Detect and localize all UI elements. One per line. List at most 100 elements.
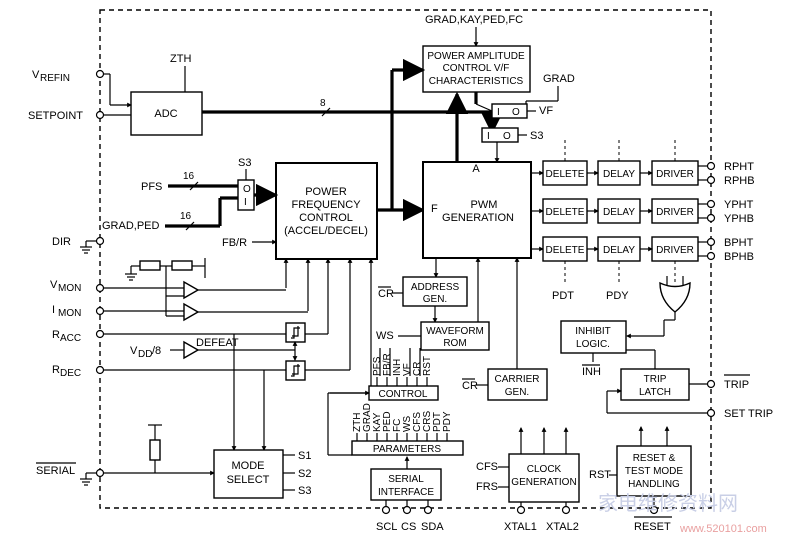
label-ws: WS [376,330,394,342]
svg-text:ADDRESS: ADDRESS [411,282,460,293]
svg-text:F: F [431,203,438,215]
param-labels-item: GRAD [362,403,373,432]
label-defeat: DEFEAT [196,337,239,349]
svg-text:DIR: DIR [52,236,71,248]
power-amplitude-control-block: POWER AMPLITUDE CONTROL V/F CHARACTERIST… [422,45,531,93]
svg-text:SERIAL: SERIAL [36,465,75,477]
pin-imon[interactable]: I MON [52,304,105,319]
pin-xtal2[interactable]: XTAL2 [546,505,579,534]
svg-text:HANDLING: HANDLING [628,479,680,490]
svg-text:GENERATION: GENERATION [511,477,576,488]
pin-vdd: V DD /8 [130,345,161,360]
reset-test-mode-block: RESET & TEST MODE HANDLING [616,445,692,497]
svg-text:ROM: ROM [443,338,466,349]
ground-symbol-serial [80,472,96,486]
pin-bphb[interactable]: BPHB [706,251,754,263]
svg-text:CLOCK: CLOCK [527,464,562,475]
pin-bpht[interactable]: BPHT [706,237,754,249]
address-gen-block: ADDRESS GEN. [402,276,468,307]
svg-text:CONTROL: CONTROL [299,212,353,224]
or-gate [659,281,691,313]
resistor-2 [171,260,193,271]
label-cr-address: CR [378,288,394,300]
ground-symbol-dir [80,240,96,254]
svg-text:O: O [243,184,251,195]
pin-sda[interactable]: SDA [421,505,444,534]
svg-text:I: I [487,131,490,142]
pin-serial[interactable]: SERIAL [36,462,105,478]
param-labels-item: ZTH [352,413,363,432]
pin-scl[interactable]: SCL [376,505,397,534]
svg-text:POWER AMPLITUDE: POWER AMPLITUDE [427,51,525,62]
label-vf: VF [539,105,553,117]
pin-racc[interactable]: R ACC [52,329,105,344]
label-pdt: PDT [552,290,574,302]
pin-set-trip[interactable]: SET TRIP [706,408,774,420]
schmitt-switch-acc [285,322,306,343]
svg-text:CONTROL: CONTROL [379,389,428,400]
label-frs: FRS [476,481,498,493]
svg-text:CONTROL V/F: CONTROL V/F [443,63,510,74]
svg-text:I: I [244,197,247,208]
pin-rpht[interactable]: RPHT [706,161,755,173]
svg-text:REFIN: REFIN [40,73,70,84]
control-labels-item: CR [412,362,423,376]
adc-block: ADC [130,91,203,136]
pin-rdec[interactable]: R DEC [52,364,105,379]
svg-text:SET TRIP: SET TRIP [724,408,773,420]
svg-text:/8: /8 [152,345,161,357]
pin-reset[interactable]: RESET [634,505,672,534]
svg-text:YPHT: YPHT [724,199,754,211]
pin-cs[interactable]: CS [401,505,416,534]
svg-text:XTAL2: XTAL2 [546,521,579,533]
delay-block-r: DELAY [597,160,641,186]
param-labels-item: WS [402,416,413,432]
vf-switch: I O [491,103,528,119]
svg-text:GEN.: GEN. [505,387,529,398]
comparator-vmon [183,280,200,300]
svg-text:DELAY: DELAY [603,245,635,256]
pin-setpoint[interactable]: SETPOINT [28,110,105,122]
label-fb-r: FB/R [222,237,247,249]
parameters-block: PARAMETERS [351,440,464,456]
svg-text:O: O [503,131,511,142]
comparator-imon [183,302,200,322]
pin-vrefin[interactable]: V REFIN [32,69,105,84]
driver-block-b: DRIVER [651,236,699,262]
pin-yphb[interactable]: YPHB [706,213,754,225]
resistor-1 [139,260,161,271]
pin-rphb[interactable]: RPHB [706,175,755,187]
svg-text:DELAY: DELAY [603,169,635,180]
delay-block-b: DELAY [597,236,641,262]
param-labels-item: FC [392,419,403,432]
pwm-generation-block: A F PWM GENERATION [422,161,532,259]
svg-text:TRIP: TRIP [724,379,749,391]
pin-vmon[interactable]: V MON [50,279,105,294]
pin-ypht[interactable]: YPHT [706,199,754,211]
label-cr-carrier: CR [462,380,478,392]
svg-text:DELAY: DELAY [603,207,635,218]
param-labels-item: KAY [372,412,383,432]
waveform-rom-block: WAVEFORM ROM [420,321,490,351]
pin-xtal1[interactable]: XTAL1 [504,505,537,534]
param-labels-item: PDT [432,412,443,432]
svg-text:GENERATION: GENERATION [442,212,514,224]
svg-text:SETPOINT: SETPOINT [28,110,83,122]
svg-text:RESET: RESET [634,521,671,533]
resistor-serial [149,439,161,461]
svg-text:RPHB: RPHB [724,175,755,187]
param-labels-item: CRS [422,411,433,432]
svg-text:WAVEFORM: WAVEFORM [426,326,484,337]
svg-text:I: I [497,107,500,118]
inhibit-logic-block: INHIBIT LOGIC. [560,320,627,354]
pin-trip[interactable]: TRIP [706,374,751,391]
pin-dir[interactable]: DIR [52,236,105,248]
label-pdy: PDY [606,290,629,302]
comparator-defeat [183,340,200,360]
svg-text:ACC: ACC [60,333,81,344]
svg-text:TRIP: TRIP [644,374,667,385]
svg-text:BPHT: BPHT [724,237,754,249]
label-grad-ped: GRAD,PED [102,220,160,232]
control-labels-item: INH [392,359,403,376]
